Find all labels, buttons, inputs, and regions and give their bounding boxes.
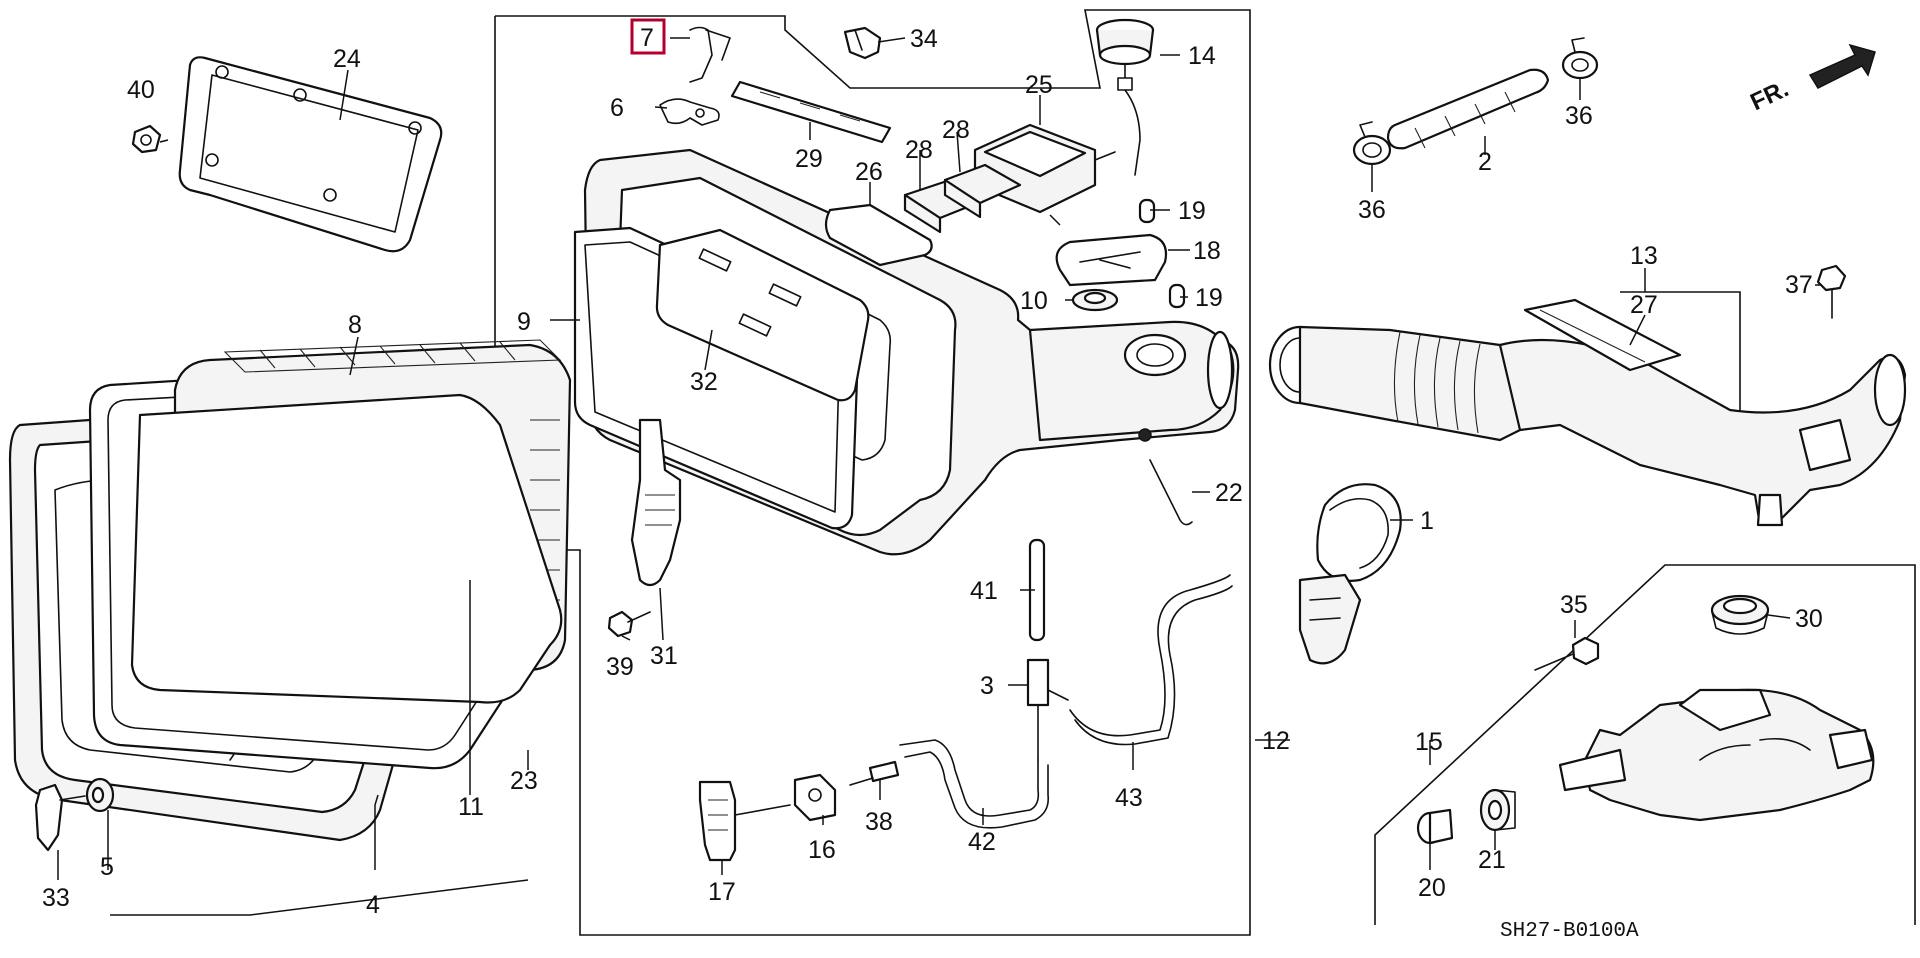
- label-part-17: 17: [708, 878, 736, 906]
- label-part-2: 2: [1478, 148, 1492, 176]
- label-part-28b: 28: [942, 116, 970, 144]
- label-part-27: 27: [1630, 291, 1658, 319]
- label-part-35: 35: [1560, 591, 1588, 619]
- bolt-37: [1816, 264, 1847, 319]
- label-part-34: 34: [910, 25, 938, 53]
- group-frame-13: [1620, 291, 1741, 425]
- label-part-21: 21: [1478, 846, 1506, 874]
- label-part-28a: 28: [905, 136, 933, 164]
- label-part-19a: 19: [1178, 197, 1206, 225]
- rod-22: [1149, 459, 1193, 526]
- chamber-25: [973, 123, 1116, 214]
- label-part-36a: 36: [1358, 196, 1386, 224]
- label-part-37: 37: [1785, 271, 1813, 299]
- label-part-26: 26: [855, 158, 883, 186]
- clip-6: [659, 98, 720, 126]
- diagram-code: SH27-B0100A: [1500, 920, 1639, 943]
- label-part-7: 7: [640, 24, 654, 52]
- direction-label: FR.: [1746, 75, 1792, 116]
- label-part-18a: 18: [1193, 237, 1221, 265]
- label-part-40: 40: [127, 76, 155, 104]
- group-frame-15: [1374, 564, 1916, 925]
- label-part-6: 6: [610, 94, 624, 122]
- label-part-5: 5: [100, 853, 114, 881]
- bolt-35: [1534, 636, 1600, 671]
- label-part-38: 38: [865, 808, 893, 836]
- hose-42-outer: [904, 751, 1050, 829]
- grommet-21: [1479, 788, 1516, 832]
- label-part-25: 25: [1025, 71, 1053, 99]
- label-part-8: 8: [348, 311, 362, 339]
- label-part-29: 29: [795, 145, 823, 173]
- clip-33: [34, 783, 86, 852]
- resonator-15: [1558, 688, 1875, 822]
- label-part-42: 42: [968, 828, 996, 856]
- vacuum-valve-14: [1095, 18, 1155, 176]
- label-part-16: 16: [808, 836, 836, 864]
- label-part-15: 15: [1415, 728, 1443, 756]
- label-part-39: 39: [606, 653, 634, 681]
- filter-seal: [130, 393, 563, 704]
- label-plate-27: [1523, 298, 1682, 372]
- label-part-33: 33: [42, 884, 70, 912]
- label-part-12: 12: [1262, 727, 1290, 755]
- label-part-3: 3: [980, 672, 994, 700]
- hose-42: [899, 739, 1040, 817]
- bolt-39: [607, 610, 651, 638]
- clip-16: [793, 773, 837, 822]
- bracket-17: [698, 780, 791, 862]
- nut-40: [131, 124, 162, 154]
- label-part-36b: 36: [1565, 102, 1593, 130]
- label-part-19b: 19: [1195, 284, 1223, 312]
- leader-lines: [57, 37, 1822, 916]
- label-part-43: 43: [1115, 784, 1143, 812]
- clamp-36-right: [1561, 37, 1599, 80]
- label-part-9: 9: [517, 308, 531, 336]
- gasket-26: [824, 203, 933, 267]
- label-part-41: 41: [970, 577, 998, 605]
- grommet-10: [1071, 288, 1119, 312]
- label-part-10: 10: [1020, 287, 1048, 315]
- label-part-32: 32: [690, 368, 718, 396]
- label-part-20: 20: [1418, 874, 1446, 902]
- label-part-11: 11: [458, 793, 484, 821]
- connector-3: [1026, 658, 1069, 761]
- hose-43: [1069, 574, 1231, 737]
- label-part-4: 4: [366, 891, 380, 919]
- bracket-18: [1055, 233, 1168, 287]
- label-part-31: 31: [650, 642, 678, 670]
- hose-43-outer: [1074, 585, 1233, 746]
- label-part-13: 13: [1630, 242, 1658, 270]
- clamp-36-left: [1352, 121, 1392, 166]
- label-plate-29: [730, 80, 892, 144]
- label-part-1: 1: [1420, 507, 1434, 535]
- screen-plate-32: [655, 228, 870, 402]
- label-part-23: 23: [510, 767, 538, 795]
- cap-19-lower: [1168, 283, 1186, 309]
- part-labels: 1 2 3 4 5 6 7 8 9 10 11 12 13 14 15 16 1…: [42, 24, 1823, 919]
- clip-34: [843, 26, 882, 60]
- clamp-1: [1298, 483, 1402, 665]
- front-direction-arrow: [1808, 43, 1876, 89]
- grommet-5: [85, 777, 115, 813]
- bracket-31: [630, 418, 682, 587]
- bolt-20: [1416, 808, 1454, 845]
- pad-28-right: [943, 163, 1022, 219]
- label-part-30: 30: [1795, 605, 1823, 633]
- label-part-14: 14: [1188, 42, 1216, 70]
- highlight-box-part-7: [630, 18, 666, 55]
- gasket-24: [178, 56, 443, 253]
- grommet-30: [1710, 594, 1770, 635]
- cap-19-upper: [1138, 198, 1156, 224]
- tube-2: [1386, 68, 1550, 150]
- bolt-38: [849, 760, 900, 786]
- label-part-22: 22: [1215, 479, 1243, 507]
- clip-7: [689, 26, 731, 83]
- label-part-24: 24: [333, 45, 361, 73]
- intake-duct-13: [1268, 325, 1907, 527]
